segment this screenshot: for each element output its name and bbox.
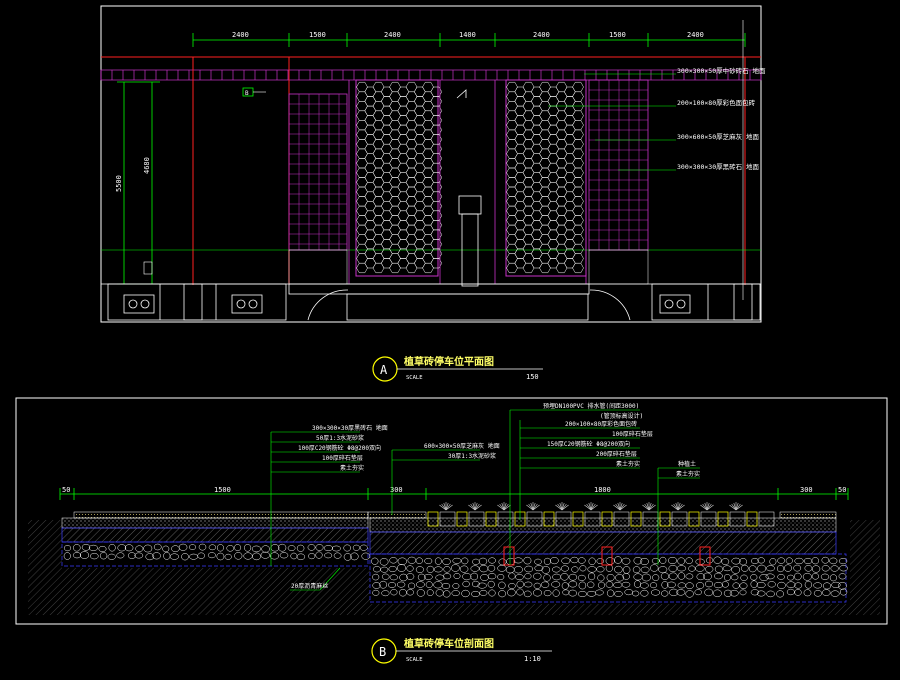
section-ground	[28, 520, 880, 615]
plan-title-block: A 植草砖停车位平面图 SCALE 150	[372, 355, 543, 382]
plan-callout-3: 300×600×50厚芝麻灰 地面	[677, 132, 760, 141]
plan-title-name: 植草砖停车位平面图	[403, 355, 494, 368]
plan-scale-label: SCALE	[406, 375, 423, 381]
section-left-callout-4: 100厚碎石垫层	[322, 454, 363, 462]
section-title-block: B 植草砖停车位剖面图 SCALE 1:10	[371, 637, 552, 664]
plan-hatch-mark	[143, 261, 153, 275]
section-layers	[61, 511, 848, 603]
section-right-callout-5: 150厚C20钢筋砼 Φ8@200双向	[547, 440, 630, 448]
section-frame	[15, 397, 888, 625]
section-left-callout-2: 50厚1:3水泥砂浆	[316, 434, 364, 442]
plan-left-dim-2: 4680	[143, 157, 151, 174]
section-drain-pipes	[503, 546, 711, 566]
section-left-callout-3: 100厚C20钢筋砼 Φ8@200双向	[298, 444, 381, 452]
section-dim-3: 300	[390, 486, 403, 494]
plan-dim-4: 1400	[459, 31, 476, 39]
section-right-callout-6: 200厚碎石垫层	[596, 450, 637, 458]
plan-frame	[100, 5, 762, 323]
plan-callout-leaders	[548, 73, 676, 171]
plan-dim-3: 2400	[384, 31, 401, 39]
plan-curb-details	[107, 283, 761, 321]
section-right-callout-1: 预埋DN100PVC 排水管(间距3000)	[543, 402, 639, 410]
section-dim-2: 1500	[214, 486, 231, 494]
plan-dim-7: 2400	[687, 31, 704, 39]
plan-tag-label: B	[245, 90, 249, 97]
plan-scale-value: 150	[526, 373, 539, 381]
section-right-callout-4: 100厚碎石垫层	[612, 430, 653, 438]
plan-magenta-strip	[100, 69, 762, 81]
section-dim-5: 300	[800, 486, 813, 494]
plan-dim-1: 2400	[232, 31, 249, 39]
plan-title-marker-label: A	[380, 363, 388, 377]
section-mid-callout-2: 30厚1:3水泥砂浆	[448, 452, 496, 460]
plan-left-dimension	[117, 81, 160, 285]
plan-center-column	[456, 89, 482, 287]
plan-top-dimension	[192, 33, 746, 47]
section-right-callout-3: 200×100×80厚彩色面包砖	[565, 420, 637, 428]
plan-callout-4: 300×300×30厚黑砖石 地面	[677, 162, 760, 171]
section-mid-callout-1: 600×300×50厚芝麻灰 地面	[424, 442, 500, 450]
section-dim-6: 50	[838, 486, 846, 494]
plan-callout-1: 300×300×50厚中砂砖石 地面	[677, 66, 766, 75]
section-far-callout-1: 种植土	[678, 460, 696, 468]
section-grass-pavers	[427, 502, 775, 527]
plan-dim-2: 1500	[309, 31, 326, 39]
section-dimension	[59, 488, 849, 500]
plan-dim-6: 1500	[609, 31, 626, 39]
section-bottom-note: 20厚沥青麻丝	[291, 582, 328, 590]
plan-left-dim-1: 5500	[115, 175, 123, 192]
section-left-callout-5: 素土夯实	[340, 464, 364, 472]
plan-paving-panels	[288, 79, 649, 285]
section-dim-1: 50	[62, 486, 70, 494]
section-scale-label: SCALE	[406, 657, 423, 663]
plan-red-verticals	[192, 57, 746, 285]
plan-dim-5: 2400	[533, 31, 550, 39]
section-far-callout-2: 素土夯实	[676, 470, 700, 478]
section-title-marker-label: B	[379, 645, 386, 659]
section-dim-4: 1800	[594, 486, 611, 494]
plan-callout-2: 200×100×80厚彩色面包砖	[677, 98, 756, 107]
section-right-callout-2: (管顶标高设计)	[600, 412, 643, 420]
section-title-name: 植草砖停车位剖面图	[403, 637, 494, 650]
section-right-callout-7: 素土夯实	[616, 460, 640, 468]
section-callout-leaders	[270, 409, 700, 591]
section-left-callout-1: 300×300×30厚黑砖石 地面	[312, 424, 388, 432]
section-scale-value: 1:10	[524, 655, 541, 663]
